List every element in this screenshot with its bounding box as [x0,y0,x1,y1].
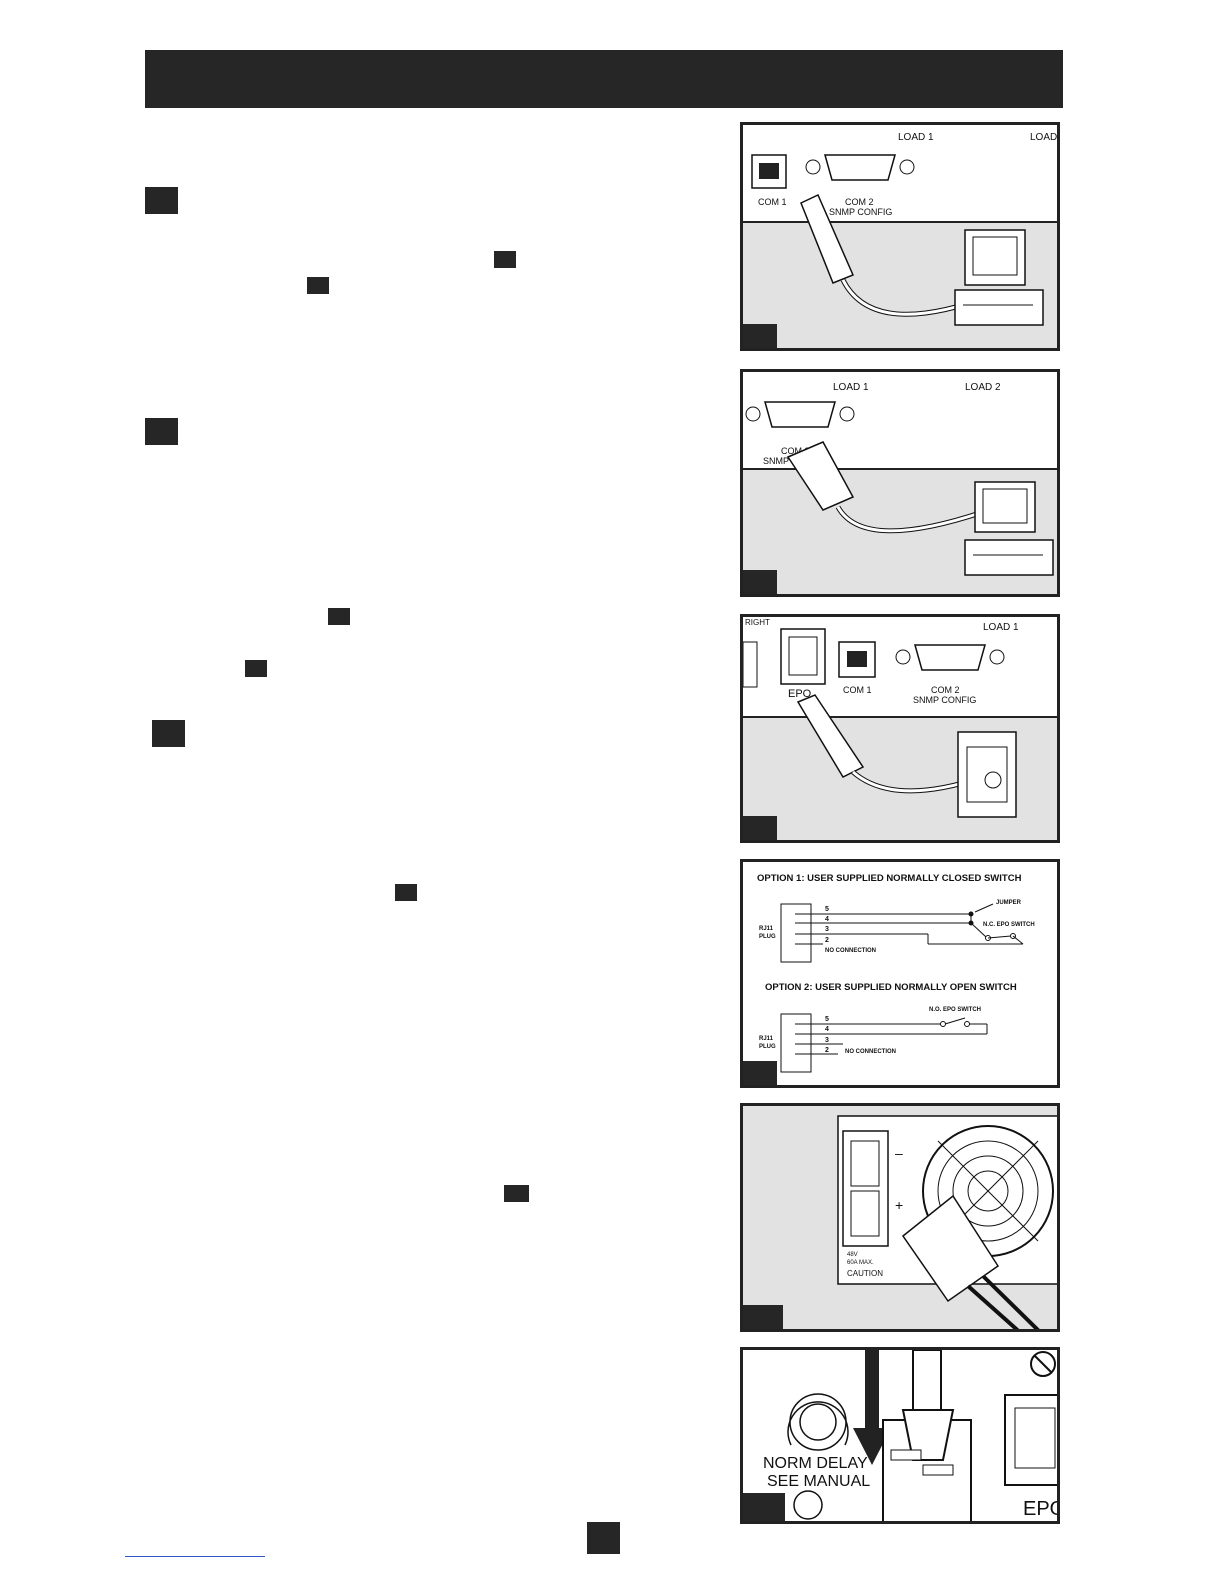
svg-text:4: 4 [825,1026,829,1033]
snmp-config-label: SNMP CONFIG [829,207,892,217]
svg-text:2: 2 [825,1047,829,1054]
svg-text:4: 4 [825,916,829,923]
load2-label: LOAD 2 [1030,132,1060,143]
battery-plug-icon [901,1194,1000,1303]
epo-wiring-diagram: OPTION 1: USER SUPPLIED NORMALLY CLOSED … [740,859,1060,1088]
load1-label: LOAD 1 [898,132,934,143]
down-arrow-icon [853,1428,891,1465]
snmp-label: SNMP [763,456,789,466]
db9-port-icon [824,154,896,181]
figure-tag [743,570,777,594]
epo-label: EPO [1023,1498,1060,1520]
figure-ref-marker [504,1185,529,1202]
figure-tag [743,816,777,840]
battery-connector-figure: – + 48V 60A MAX. CAUTION [740,1103,1060,1332]
plug-label: PLUG [759,934,776,940]
step-marker-1 [145,187,178,214]
plug-label: PLUG [759,1044,776,1050]
option1-title: OPTION 1: USER SUPPLIED NORMALLY CLOSED … [757,873,1022,884]
see-manual-label: SEE MANUAL [767,1473,870,1490]
figure-tag [743,1493,785,1521]
rj45-cable-plug-icon [796,694,865,778]
figure-tag [743,324,777,348]
svg-text:5: 5 [825,1016,829,1023]
com1-label: COM 1 [758,197,787,207]
right-label: RIGHT [745,618,770,627]
serial-cable-plug-icon [786,441,855,511]
serial-connection-figure: LOAD 1 LOAD 2 COM 2 SNMP [740,369,1060,597]
usb-cable-plug-icon [800,193,854,284]
minus-label: – [895,1145,903,1161]
footer-link-underline [125,1556,265,1557]
figure-ref-marker [307,277,329,294]
com2-label: COM 2 [845,197,874,207]
rating-voltage: 48V [847,1252,858,1258]
computer-case-icon [964,539,1054,576]
section-header-bar [145,50,1063,108]
com2-label: COM 2 [931,685,960,695]
page-number-box [587,1522,620,1554]
figure-tag [743,1305,783,1329]
usb-connection-figure: LOAD 1 LOAD 2 COM 1 COM 2 SNMP CONFIG [740,122,1060,351]
epo-label: EPO [788,688,812,700]
com1-label: COM 1 [843,685,872,695]
figure-ref-marker [395,884,417,901]
figure-ref-marker [245,660,267,677]
svg-text:5: 5 [825,906,829,913]
svg-text:2: 2 [825,937,829,944]
rj11-label: RJ11 [759,926,774,932]
rating-current: 60A MAX. [847,1260,874,1266]
snmp-config-label: SNMP CONFIG [913,695,976,705]
db9-port-icon [764,401,836,428]
nc-switch-label: N.C. EPO SWITCH [983,922,1035,928]
step-marker-2 [145,418,178,445]
svg-text:3: 3 [825,1037,829,1044]
option2-title: OPTION 2: USER SUPPLIED NORMALLY OPEN SW… [765,982,1017,993]
load2-label: LOAD 2 [965,382,1001,393]
epo-port-figure: RIGHT LOAD 1 EPO COM 1 COM 2 SNMP CONFIG [740,614,1060,843]
no-connection-label: NO CONNECTION [845,1049,896,1055]
com2-label: COM 2 [781,446,810,456]
no-connection-label: NO CONNECTION [825,948,876,954]
plus-label: + [895,1197,903,1213]
no-switch-label: N.O. EPO SWITCH [929,1007,981,1013]
step-marker-3 [152,720,185,747]
jumper-label: JUMPER [996,900,1022,906]
rj11-label: RJ11 [759,1036,774,1042]
delay-switch-figure: NORM DELAY SEE MANUAL EPO [740,1347,1060,1524]
figure-tag [743,1061,777,1085]
norm-delay-label: NORM DELAY [763,1455,868,1472]
load1-label: LOAD 1 [833,382,869,393]
db9-port-icon [914,644,986,671]
load1-label: LOAD 1 [983,622,1019,633]
computer-case-icon [954,289,1044,326]
caution-label: CAUTION [847,1269,883,1278]
svg-text:3: 3 [825,926,829,933]
figure-ref-marker [494,251,516,268]
figure-ref-marker [328,608,350,625]
